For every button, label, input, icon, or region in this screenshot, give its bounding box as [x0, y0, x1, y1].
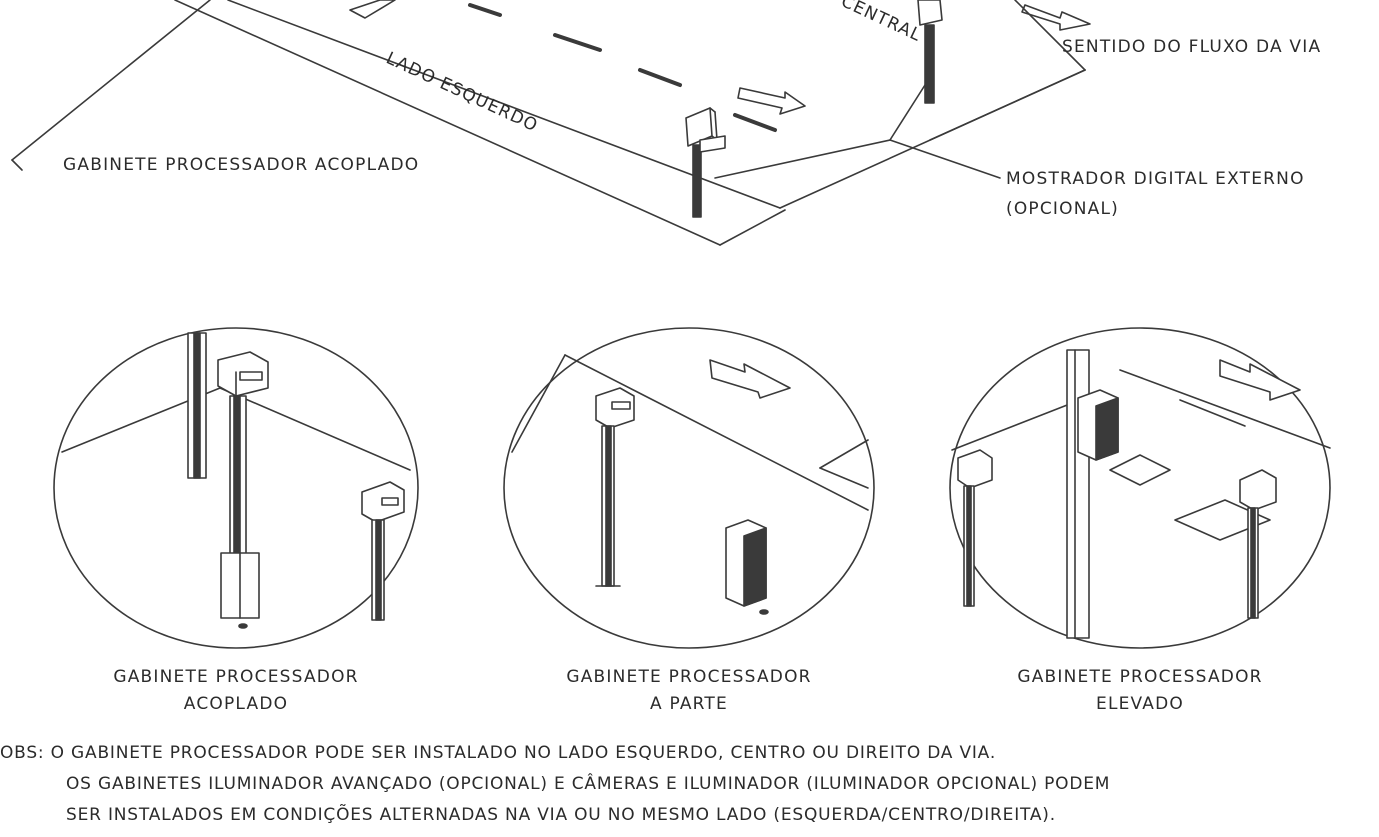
- post-central-top: [917, 0, 943, 104]
- note-line-2: OS GABINETES ILUMINADOR AVANÇADO (OPCION…: [66, 774, 1111, 794]
- post-left-top: [685, 107, 726, 218]
- detail-caption-3-line2: ELEVADO: [1096, 694, 1184, 714]
- note-line-1: OBS: O GABINETE PROCESSADOR PODE SER INS…: [0, 743, 997, 763]
- lane-markings: [468, 3, 777, 132]
- label-mostrador-line1: MOSTRADOR DIGITAL EXTERNO: [1006, 169, 1305, 189]
- detail-circle-elevado: [949, 327, 1331, 649]
- detail-caption-3-line1: GABINETE PROCESSADOR: [1017, 667, 1262, 687]
- detail-circle-a-parte: [503, 327, 875, 649]
- detail-caption-1-line1: GABINETE PROCESSADOR: [113, 667, 358, 687]
- detail-caption-2-line2: A PARTE: [650, 694, 728, 714]
- flow-arrow-icon: [349, 0, 1091, 115]
- label-sentido-fluxo: SENTIDO DO FLUXO DA VIA: [1062, 37, 1321, 57]
- label-gabinete-acoplado: GABINETE PROCESSADOR ACOPLADO: [63, 155, 419, 175]
- notes-block: OBS: O GABINETE PROCESSADOR PODE SER INS…: [0, 738, 1379, 831]
- label-central: CENTRAL: [838, 0, 925, 46]
- label-mostrador-line2: (OPCIONAL): [1006, 199, 1119, 219]
- detail-caption-2-line1: GABINETE PROCESSADOR: [566, 667, 811, 687]
- label-lado-esquerdo: LADO ESQUERDO: [383, 48, 541, 136]
- detail-circle-acoplado: [53, 327, 419, 649]
- road-perspective: [11, 0, 1086, 246]
- note-line-3: SER INSTALADOS EM CONDIÇÕES ALTERNADAS N…: [66, 805, 1056, 825]
- detail-caption-1-line2: ACOPLADO: [184, 694, 288, 714]
